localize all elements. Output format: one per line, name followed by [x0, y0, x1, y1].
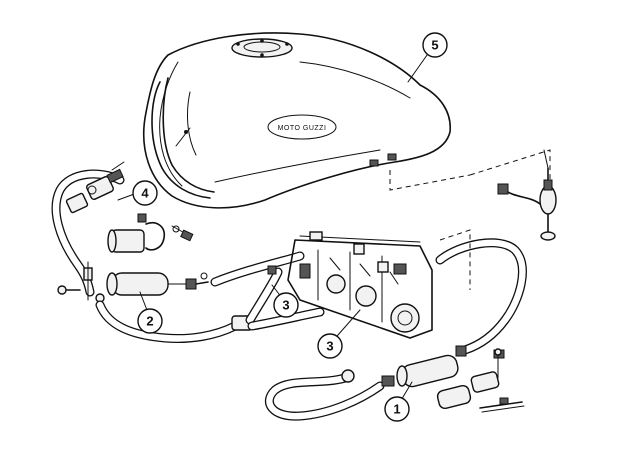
callout-3a: 3: [273, 292, 299, 318]
callout-2: 2: [137, 308, 163, 334]
callout-1-label: 1: [393, 402, 400, 417]
tank-logo-badge: MOTO GUZZI: [267, 114, 337, 140]
return-hose: [435, 238, 527, 359]
callout-3b: 3: [317, 333, 343, 359]
callout-4-label: 4: [141, 186, 149, 201]
fuel-tank: MOTO GUZZI: [142, 32, 451, 209]
fuel-pump-assembly: [264, 345, 525, 421]
callout-2-label: 2: [146, 314, 153, 329]
hose-clamp-4: [107, 213, 194, 253]
callout-5-label: 5: [431, 38, 438, 53]
fuel-level-sensor: [389, 149, 557, 290]
throttle-body: [287, 231, 433, 339]
callout-3a-label: 3: [282, 298, 289, 313]
callout-1: 1: [384, 396, 410, 422]
callout-leaders: [117, 47, 433, 408]
tank-logo-text: MOTO GUZZI: [278, 125, 327, 132]
callout-3b-label: 3: [326, 339, 333, 354]
fuel-filter-assembly: [57, 251, 325, 343]
callout-5: 5: [422, 32, 448, 58]
callout-4: 4: [132, 180, 158, 206]
